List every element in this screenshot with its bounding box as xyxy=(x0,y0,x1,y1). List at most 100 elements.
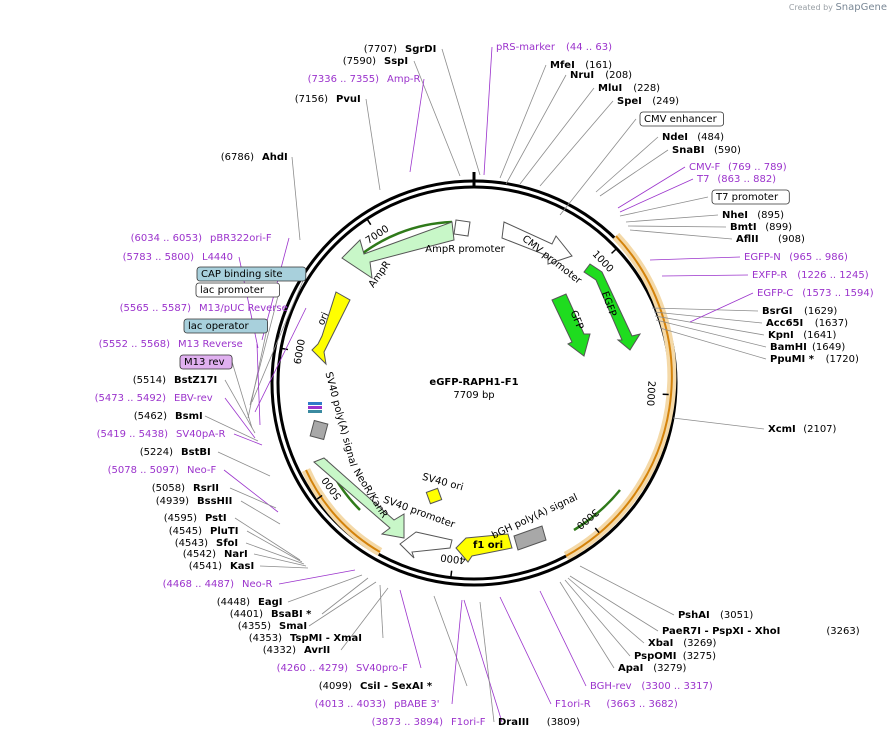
lac-operator-mark xyxy=(308,402,322,405)
label-kpni[interactable]: KpnI(1641) xyxy=(768,330,837,341)
label-name-nrui: NruI xyxy=(570,70,594,81)
label-ppumi[interactable]: PpuMI *(1720) xyxy=(770,354,859,365)
label-eagi[interactable]: (4448)EagI xyxy=(217,597,283,608)
label-aflii[interactable]: AflII(908) xyxy=(736,234,805,245)
label-l4440[interactable]: (5783 .. 5800)L4440 xyxy=(123,252,233,263)
label-sfoi[interactable]: (4543)SfoI xyxy=(175,538,238,549)
label-exfp-r[interactable]: EXFP-R(1226 .. 1245) xyxy=(752,270,869,281)
label-bamhi[interactable]: BamHI(1649) xyxy=(770,342,845,353)
label-pspomi[interactable]: PspOMI(3275) xyxy=(634,651,716,662)
label-pos-neo-f: (5078 .. 5097) xyxy=(108,465,180,476)
label-spei[interactable]: SpeI(249) xyxy=(617,96,679,107)
label-nari[interactable]: (4542)NarI xyxy=(183,549,248,560)
label-lac-operator[interactable]: lac operator xyxy=(183,318,268,334)
tick-label-4000: 4000 xyxy=(440,551,467,565)
label-egfp-n[interactable]: EGFP-N(965 .. 986) xyxy=(744,252,848,263)
label-name-ppumi: PpuMI * xyxy=(770,354,815,365)
label-csii-sexai[interactable]: (4099)CsiI - SexAI * xyxy=(319,681,433,692)
label-pos-xbai: (3269) xyxy=(683,638,716,649)
label-bsrgi[interactable]: BsrGI(1629) xyxy=(762,306,837,317)
label-kasi[interactable]: (4541)KasI xyxy=(189,561,254,572)
label-name-sv40pa-r: SV40pA-R xyxy=(176,429,225,440)
label-pos-bsabi: (4401) xyxy=(230,609,263,620)
label-lac-promoter[interactable]: lac promoter xyxy=(195,282,280,298)
label-sgrdi[interactable]: (7707)SgrDI xyxy=(364,44,437,55)
feature-label-egfp: EGFP xyxy=(599,290,618,318)
label-prs-marker[interactable]: pRS-marker(44 .. 63) xyxy=(496,42,612,53)
label-name-pluti: PluTI xyxy=(210,526,238,537)
label-neo-f[interactable]: (5078 .. 5097)Neo-F xyxy=(108,465,217,476)
label-paer7i-pspxi-xhoi[interactable]: PaeR7I - PspXI - XhoI(3263) xyxy=(662,626,860,637)
leader-xbai xyxy=(567,577,645,644)
label-t7-promoter[interactable]: T7 promoter xyxy=(711,189,790,205)
label-sv40pa-r[interactable]: (5419 .. 5438)SV40pA-R xyxy=(97,429,226,440)
label-pos-snabi: (590) xyxy=(714,145,741,156)
label-cmv-f[interactable]: CMV-F(769 .. 789) xyxy=(689,162,787,173)
label-pos-amp-r: (7336 .. 7355) xyxy=(308,74,380,85)
label-name-mlui: MluI xyxy=(598,83,622,94)
egfp-shape xyxy=(583,263,642,351)
label-cmv-enhancer[interactable]: CMV enhancer xyxy=(639,111,724,127)
label-f1ori-r[interactable]: F1ori-R(3663 .. 3682) xyxy=(555,699,678,710)
label-box-m13-rev xyxy=(179,354,233,370)
leader-bstz17i xyxy=(224,379,256,434)
neor-shape xyxy=(313,457,405,539)
label-pvui[interactable]: (7156)PvuI xyxy=(295,94,361,105)
label-bmti[interactable]: BmtI(899) xyxy=(730,222,792,233)
label-ndei[interactable]: NdeI(484) xyxy=(662,132,724,143)
label-snabi[interactable]: SnaBI (590) xyxy=(672,145,741,156)
label-pshai[interactable]: PshAI(3051) xyxy=(678,610,753,621)
label-text-cap-binding-site: CAP binding site xyxy=(201,269,283,280)
label-bgh-rev[interactable]: BGH-rev(3300 .. 3317) xyxy=(590,681,713,692)
label-pbr322ori-f[interactable]: (6034 .. 6053)pBR322ori-F xyxy=(131,233,272,244)
label-psti[interactable]: (4595)PstI xyxy=(164,513,227,524)
label-bstbi[interactable]: (5224)BstBI xyxy=(140,447,211,458)
label-name-bstz17i: BstZ17I xyxy=(174,375,217,386)
label-tspmi-xmai[interactable]: (4353)TspMI - XmaI xyxy=(249,633,362,644)
label-draiii[interactable]: DraIII(3809) xyxy=(498,717,580,728)
label-name-snabi: SnaBI xyxy=(672,145,704,156)
label-m13-puc-reverse[interactable]: (5565 .. 5587)M13/pUC Reverse xyxy=(120,303,288,314)
label-f1ori-f[interactable]: (3873 .. 3894)F1ori-F xyxy=(372,717,486,728)
label-t7[interactable]: T7(863 .. 882) xyxy=(696,174,776,185)
label-xbai[interactable]: XbaI(3269) xyxy=(648,638,717,649)
label-smai[interactable]: (4355)SmaI xyxy=(238,621,307,632)
label-nhei[interactable]: NheI(895) xyxy=(722,210,784,221)
label-bsshii[interactable]: (4939)BssHII xyxy=(156,496,233,507)
leader-pshai xyxy=(579,565,675,616)
leader-t7-promoter xyxy=(619,196,709,217)
label-bsabi[interactable]: (4401)BsaBI * xyxy=(230,609,312,620)
label-amp-r[interactable]: (7336 .. 7355)Amp-R xyxy=(308,74,421,85)
label-neo-r[interactable]: (4468 .. 4487)Neo-R xyxy=(163,579,273,590)
label-text-m13-rev: M13 rev xyxy=(184,357,225,368)
label-rsrii[interactable]: (5058)RsrII xyxy=(152,483,219,494)
label-nrui[interactable]: NruI(208) xyxy=(570,70,632,81)
label-ahdi[interactable]: (6786)AhdI xyxy=(221,152,288,163)
label-mlui[interactable]: MluI(228) xyxy=(598,83,660,94)
label-pos-egfp-c: (1573 .. 1594) xyxy=(802,288,874,299)
label-acc65i[interactable]: Acc65I(1637) xyxy=(766,318,848,329)
label-apai[interactable]: ApaI(3279) xyxy=(618,663,687,674)
label-sspi[interactable]: (7590)SspI xyxy=(343,56,408,67)
label-mfei[interactable]: MfeI(161) xyxy=(550,60,612,71)
label-xcmi[interactable]: XcmI(2107) xyxy=(768,424,837,435)
gfp-shape xyxy=(551,293,591,357)
label-m13-reverse[interactable]: (5552 .. 5568)M13 Reverse xyxy=(99,339,243,350)
label-bstz17i[interactable]: (5514)BstZ17I xyxy=(133,375,218,386)
label-name-ebv-rev: EBV-rev xyxy=(174,393,213,404)
leader-f1ori-r xyxy=(499,596,552,705)
label-cap-binding-site[interactable]: CAP binding site xyxy=(196,266,307,282)
label-pbabe-3[interactable]: (4013 .. 4033)pBABE 3' xyxy=(315,699,440,710)
label-pluti[interactable]: (4545)PluTI xyxy=(169,526,239,537)
label-egfp-c[interactable]: EGFP-C(1573 .. 1594) xyxy=(757,288,874,299)
leader-bsshii xyxy=(240,500,281,525)
label-avrii[interactable]: (4332)AvrII xyxy=(263,645,331,656)
label-m13-rev[interactable]: M13 rev xyxy=(179,354,233,370)
label-sv40pro-f[interactable]: (4260 .. 4279)SV40pro-F xyxy=(277,663,408,674)
label-pos-bamhi: (1649) xyxy=(812,342,845,353)
feature-label-ori: ori xyxy=(316,311,331,327)
egfp-region-line xyxy=(565,235,673,557)
label-ebv-rev[interactable]: (5473 .. 5492)EBV-rev xyxy=(95,393,213,404)
label-bsmi[interactable]: (5462)BsmI xyxy=(134,411,203,422)
label-name-psti: PstI xyxy=(205,513,227,524)
